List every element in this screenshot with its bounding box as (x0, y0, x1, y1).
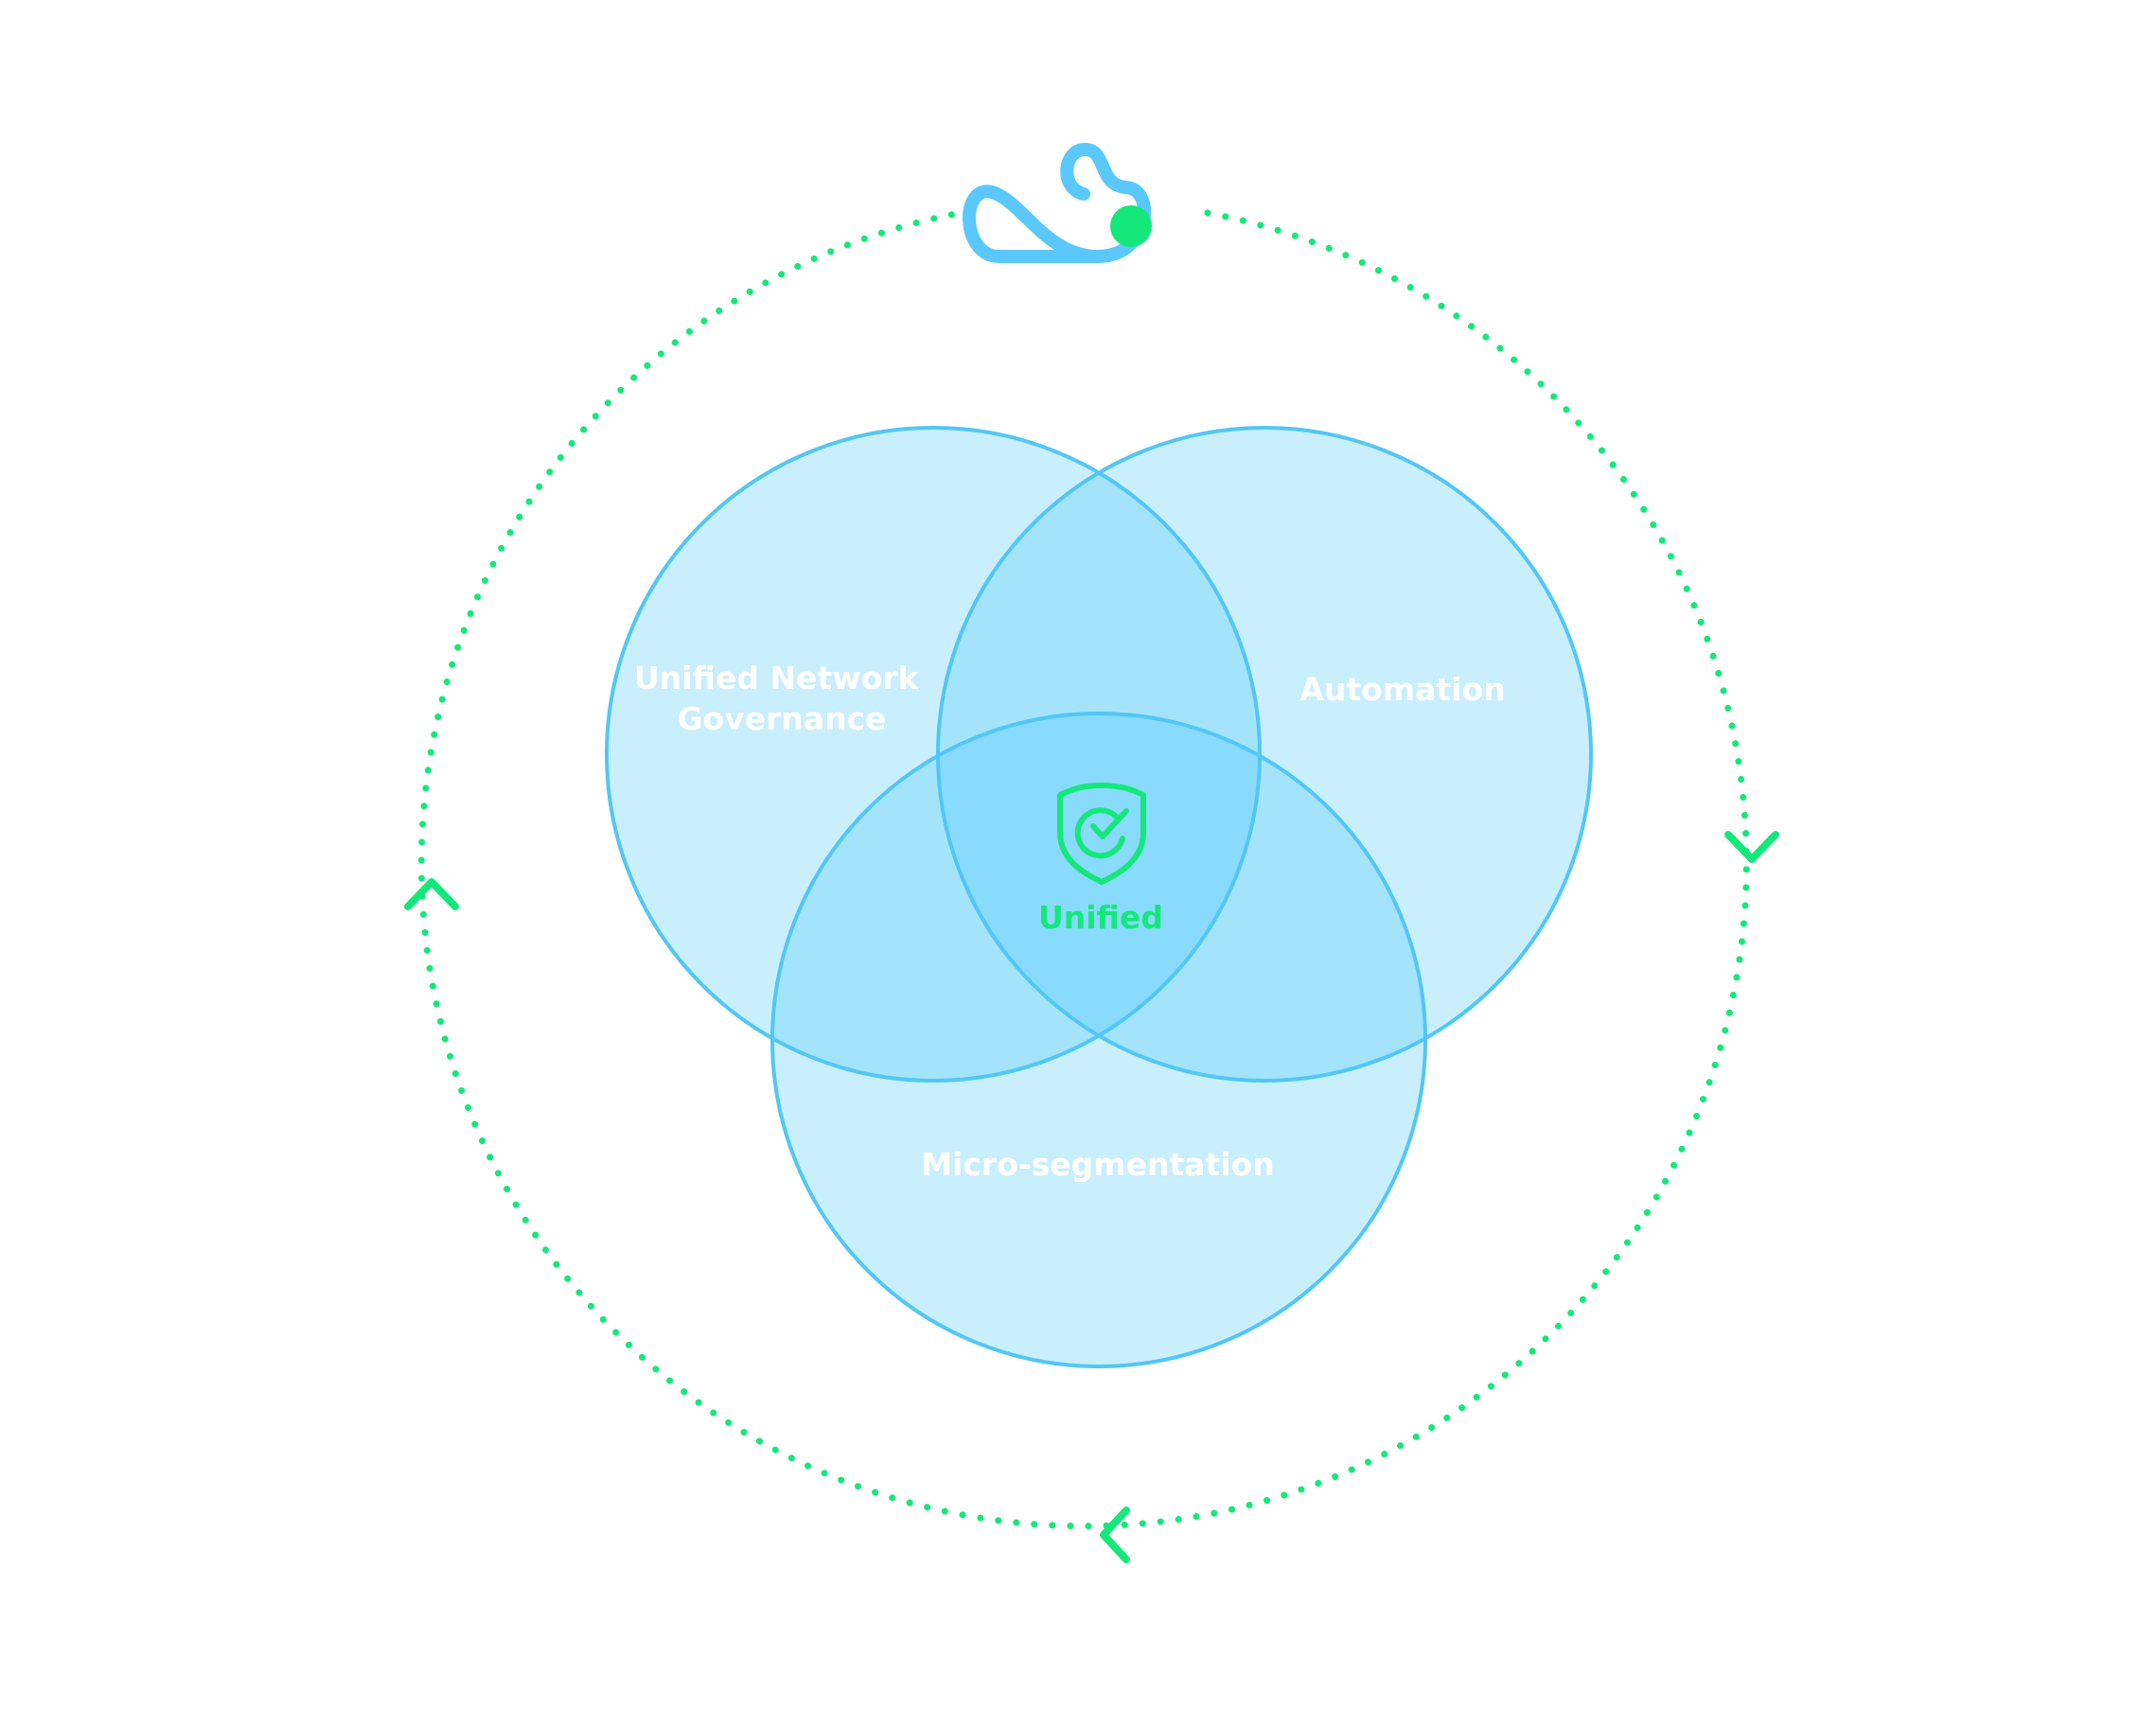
label-governance-line1: Unified Network (634, 660, 920, 696)
chevron-down-icon (1724, 831, 1779, 863)
shield-check-icon (1057, 783, 1146, 885)
label-microseg: Micro-segmentation (921, 1146, 1275, 1183)
cloud-logo-icon (963, 143, 1152, 263)
chevron-up-icon (404, 878, 459, 910)
label-automation: Automation (1299, 671, 1505, 708)
center-label: Unified (1038, 899, 1163, 936)
label-governance: Unified Network Governance (634, 660, 929, 737)
chevron-left-icon (1100, 1506, 1130, 1563)
venn-circles (605, 426, 1593, 1368)
label-governance-line2: Governance (677, 700, 886, 737)
